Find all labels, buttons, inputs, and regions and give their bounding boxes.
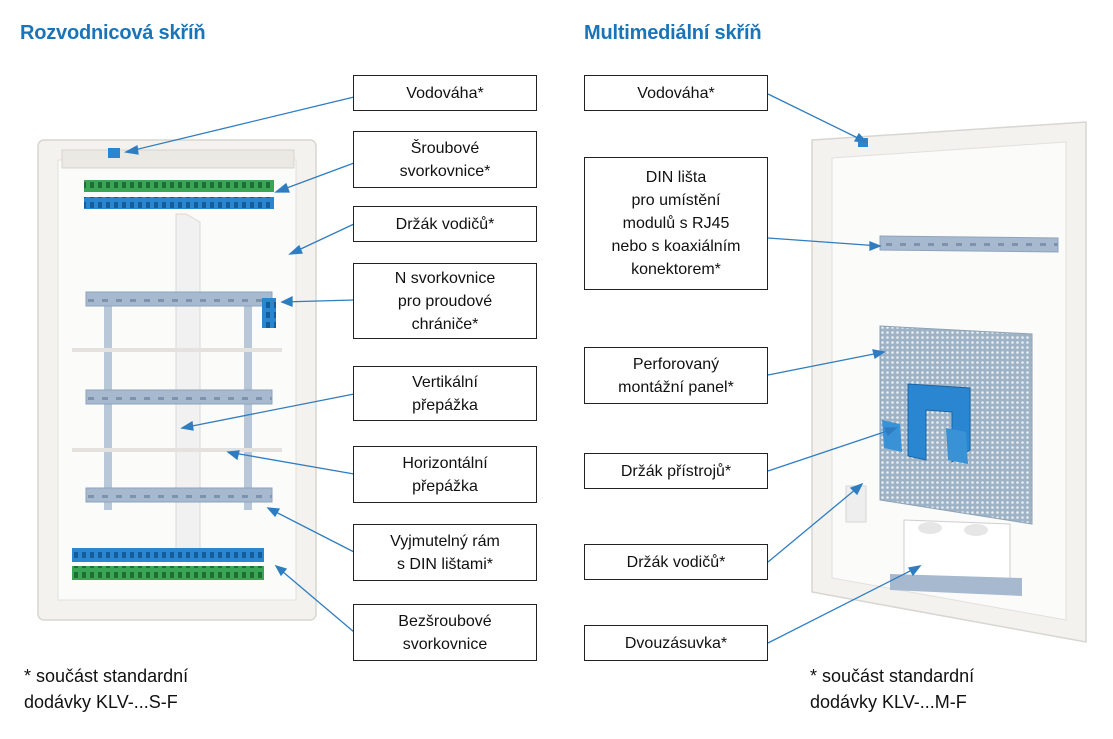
spirit-level-left <box>108 148 120 158</box>
callout-text: DIN lišta pro umístění modulů s RJ45 neb… <box>611 169 741 278</box>
left-footnote: * součást standardní dodávky KLV-...S-F <box>24 666 189 712</box>
callout-double-socket: Dvouzásuvka* <box>584 625 768 661</box>
callout-text: Šroubové svorkovnice* <box>399 139 491 180</box>
vertical-divider <box>175 213 201 561</box>
callout-n-terminal: N svorkovnice pro proudové chrániče* <box>353 263 537 339</box>
callout-text: Vodováha* <box>406 84 484 102</box>
callout-text: Perforovaný montážní panel* <box>618 355 734 396</box>
callout-screw-terminals: Šroubové svorkovnice* <box>353 131 537 188</box>
spirit-level-right <box>858 138 868 147</box>
right-enclosure <box>811 121 1087 643</box>
callout-text: N svorkovnice pro proudové chrániče* <box>394 269 496 333</box>
callout-text: Bezšroubové svorkovnice <box>398 612 492 653</box>
callout-wire-holder-left: Držák vodičů* <box>353 206 537 242</box>
callout-text: Vertikální přepážka <box>412 373 478 414</box>
din-rail-rj45 <box>879 235 1059 253</box>
callout-device-holder: Držák přístrojů* <box>584 453 768 489</box>
screwless-terminal-blue <box>72 548 264 562</box>
left-title: Rozvodnicová skříň <box>20 22 206 44</box>
callout-spirit-level-right: Vodováha* <box>584 75 768 111</box>
callout-text: Držák vodičů* <box>626 553 726 571</box>
callout-spirit-level-left: Vodováha* <box>353 75 537 111</box>
callout-text: Horizontální přepážka <box>402 454 488 495</box>
callout-text: Držák vodičů* <box>395 215 495 233</box>
callout-text: Dvouzásuvka* <box>624 634 728 652</box>
screwless-terminal-green <box>72 566 264 580</box>
screw-terminal-blue <box>84 197 274 209</box>
left-enclosure <box>37 139 317 621</box>
leader-lines <box>124 93 922 644</box>
callout-horizontal-divider: Horizontální přepážka <box>353 446 537 503</box>
n-terminal <box>262 298 276 328</box>
callout-text: Vodováha* <box>637 84 715 102</box>
callout-text: Držák přístrojů* <box>620 462 732 480</box>
callout-screwless-terminals: Bezšroubové svorkovnice <box>353 604 537 661</box>
callout-perforated-panel: Perforovaný montážní panel* <box>584 347 768 404</box>
callout-removable-frame: Vyjmutelný rám s DIN lištami* <box>353 524 537 581</box>
callout-din-rail-rj45: DIN lišta pro umístění modulů s RJ45 neb… <box>584 157 768 290</box>
right-title: Multimediální skříň <box>584 22 762 44</box>
callout-text: Vyjmutelný rám s DIN lištami* <box>390 532 500 573</box>
callout-vertical-divider: Vertikální přepážka <box>353 366 537 421</box>
callout-wire-holder-right: Držák vodičů* <box>584 544 768 580</box>
screw-terminal-green <box>84 180 274 192</box>
right-footnote: * součást standardní dodávky KLV-...M-F <box>810 666 975 712</box>
